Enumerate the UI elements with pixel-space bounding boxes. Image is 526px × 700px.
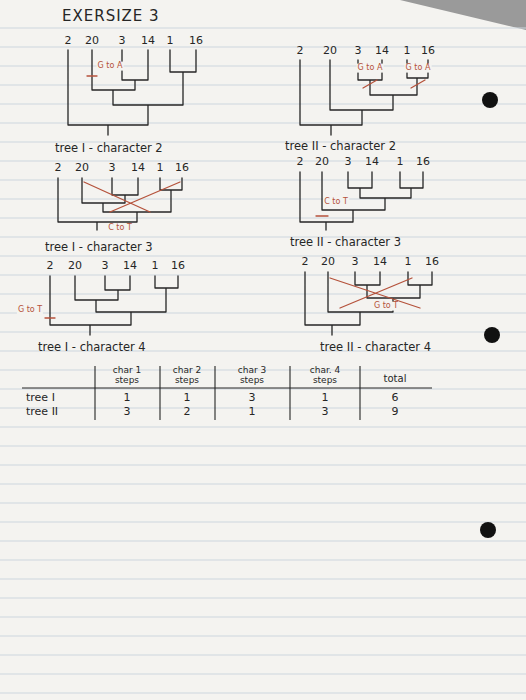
tree-caption: tree II - character 3	[290, 236, 401, 249]
taxon-label: 1	[397, 156, 404, 168]
table-header: char 2 steps	[168, 366, 206, 386]
taxon-label: 16	[171, 260, 185, 272]
table-cell: 9	[392, 406, 399, 418]
mutation-note: G to T	[17, 306, 43, 315]
tree-i-char3	[58, 178, 182, 230]
taxon-label: 16	[416, 156, 430, 168]
taxon-label: 20	[323, 45, 337, 57]
table-cell: 1	[249, 406, 256, 418]
taxon-label: 14	[131, 162, 145, 174]
taxon-label: 20	[85, 35, 99, 47]
page-corner	[400, 0, 526, 30]
table-lines	[22, 366, 432, 420]
mutation-note: G to A	[97, 62, 124, 71]
taxon-label: 14	[365, 156, 379, 168]
mutation-note: G to T	[373, 302, 399, 311]
table-cell: 1	[322, 392, 329, 404]
taxon-label: 3	[109, 162, 116, 174]
taxon-label: 14	[123, 260, 137, 272]
tree-caption: tree I - character 4	[38, 341, 146, 354]
taxon-label: 2	[47, 260, 54, 272]
taxon-label: 1	[152, 260, 159, 272]
table-header: char 1 steps	[108, 366, 146, 386]
table-header: total	[384, 373, 407, 384]
taxon-label: 3	[355, 45, 362, 57]
table-cell: 6	[392, 392, 399, 404]
taxon-label: 3	[119, 35, 126, 47]
tree-lines	[50, 50, 432, 335]
table-cell: 1	[184, 392, 191, 404]
tree-caption: tree I - character 3	[45, 241, 153, 254]
taxon-label: 2	[302, 256, 309, 268]
taxon-label: 14	[373, 256, 387, 268]
tree-caption: tree II - character 4	[320, 341, 431, 354]
row-label: tree II	[26, 406, 58, 418]
table-header: char 3 steps	[233, 366, 271, 386]
table-cell: 1	[124, 392, 131, 404]
taxon-label: 20	[68, 260, 82, 272]
taxon-label: 16	[425, 256, 439, 268]
tree-ii-char4	[305, 272, 432, 335]
taxon-label: 3	[352, 256, 359, 268]
mutation-note: C to T	[107, 224, 133, 233]
tree-ii-char3	[300, 172, 423, 230]
taxon-label: 1	[157, 162, 164, 174]
taxon-label: 20	[321, 256, 335, 268]
taxon-label: 20	[315, 156, 329, 168]
taxon-label: 2	[65, 35, 72, 47]
mutation-note: C to T	[323, 198, 349, 207]
taxon-label: 2	[297, 45, 304, 57]
tree-i-char2	[68, 50, 196, 135]
taxon-label: 3	[345, 156, 352, 168]
mutation-marks	[45, 76, 425, 318]
row-label: tree I	[26, 392, 55, 404]
table-cell: 3	[124, 406, 131, 418]
tree-caption: tree I - character 2	[55, 142, 163, 155]
taxon-label: 3	[102, 260, 109, 272]
ruled-lines	[0, 28, 526, 693]
taxon-label: 14	[375, 45, 389, 57]
taxon-label: 16	[421, 45, 435, 57]
page-title: EXERSIZE 3	[62, 8, 160, 25]
table-cell: 3	[249, 392, 256, 404]
mutation-note: G to A	[357, 64, 384, 73]
tree-i-char4	[50, 276, 178, 335]
taxon-label: 1	[404, 45, 411, 57]
mutation-note: G to A	[405, 64, 432, 73]
table-cell: 3	[322, 406, 329, 418]
taxon-label: 1	[405, 256, 412, 268]
tree-caption: tree II - character 2	[285, 140, 396, 153]
taxon-label: 14	[141, 35, 155, 47]
taxon-label: 2	[297, 156, 304, 168]
taxon-label: 20	[75, 162, 89, 174]
taxon-label: 2	[55, 162, 62, 174]
taxon-label: 16	[175, 162, 189, 174]
table-header: char. 4 steps	[302, 366, 348, 386]
taxon-label: 16	[189, 35, 203, 47]
binder-holes	[480, 92, 500, 538]
taxon-label: 1	[167, 35, 174, 47]
table-cell: 2	[184, 406, 191, 418]
